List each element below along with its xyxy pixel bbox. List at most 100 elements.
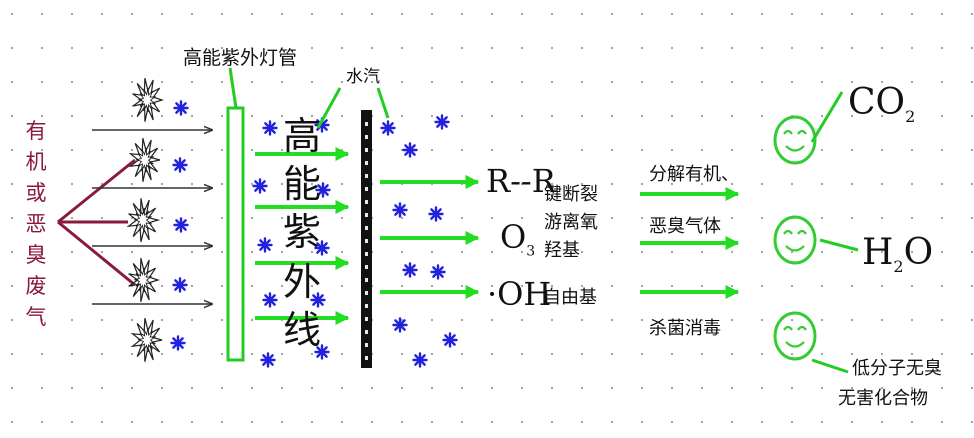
grid-dot xyxy=(100,284,104,288)
reaction-green-arrows xyxy=(380,175,480,299)
grid-dot xyxy=(460,318,464,322)
grid-dot xyxy=(820,148,824,152)
grid-dot xyxy=(310,148,314,152)
grid-dot xyxy=(850,352,854,356)
grid-dot xyxy=(190,420,194,424)
grid-dot xyxy=(70,114,74,118)
grid-dot xyxy=(880,318,884,322)
grid-dot xyxy=(820,80,824,84)
grid-dot xyxy=(970,148,974,152)
grid-dot xyxy=(910,148,914,152)
grid-dot xyxy=(940,148,944,152)
grid-dot xyxy=(490,46,494,50)
grid-dot xyxy=(490,216,494,220)
grid-dot xyxy=(160,12,164,16)
grid-dot xyxy=(730,250,734,254)
grid-dot xyxy=(310,386,314,390)
grid-dot xyxy=(910,46,914,50)
product-pointers xyxy=(810,91,859,374)
water-vapor-pointers xyxy=(316,87,390,129)
grid-dot xyxy=(370,420,374,424)
grid-dot xyxy=(700,46,704,50)
grid-dot xyxy=(280,80,284,84)
grid-dot xyxy=(970,80,974,84)
grid-dot xyxy=(70,386,74,390)
waste-gas-char: 有 xyxy=(25,119,47,143)
grid-dot xyxy=(160,114,164,118)
grid-dot xyxy=(250,386,254,390)
vapor-mark xyxy=(365,278,368,282)
grid-dot xyxy=(160,46,164,50)
grid-dot xyxy=(460,352,464,356)
grid-dot xyxy=(640,420,644,424)
smiley-face-icon xyxy=(773,311,817,361)
uv-char: 能 xyxy=(282,162,321,206)
grid-dot xyxy=(820,352,824,356)
grid-dot xyxy=(700,80,704,84)
radical-star-icon xyxy=(262,292,278,308)
grid-dot xyxy=(550,12,554,16)
grid-dot xyxy=(190,46,194,50)
grid-dot xyxy=(10,216,14,220)
grid-dot xyxy=(250,114,254,118)
grid-dot xyxy=(100,318,104,322)
grid-dot xyxy=(400,114,404,118)
grid-dot xyxy=(460,216,464,220)
grid-dot xyxy=(310,420,314,424)
grid-dot xyxy=(250,420,254,424)
grid-dot xyxy=(400,46,404,50)
decompose-label: 分解有机、 xyxy=(649,164,739,185)
grid-dot xyxy=(400,284,404,288)
grid-dot xyxy=(130,182,134,186)
radical-star-icon xyxy=(430,264,446,280)
grid-dot xyxy=(940,250,944,254)
free-oxygen-label: 游离氧 xyxy=(544,212,598,233)
grid-dot xyxy=(70,284,74,288)
waste-gas-char: 或 xyxy=(25,181,47,205)
vapor-mark xyxy=(365,330,368,334)
grid-dot xyxy=(280,46,284,50)
grid-dot xyxy=(370,12,374,16)
grid-dot xyxy=(850,386,854,390)
grid-dot xyxy=(580,114,584,118)
grid-dot xyxy=(520,182,524,186)
grid-dot xyxy=(430,250,434,254)
grid-dot xyxy=(340,46,344,50)
molecule-burst-icon xyxy=(128,138,161,182)
grid-dot xyxy=(580,216,584,220)
grid-dot xyxy=(40,114,44,118)
grid-dot xyxy=(550,250,554,254)
molecule-burst-icon xyxy=(133,267,153,293)
grid-dot xyxy=(430,386,434,390)
grid-dot xyxy=(790,250,794,254)
radical-star-icon xyxy=(260,352,276,368)
grid-dot xyxy=(430,420,434,424)
sterilize-label: 杀菌消毒 xyxy=(649,318,721,339)
grid-dot xyxy=(190,114,194,118)
grid-dot xyxy=(520,148,524,152)
grid-dot xyxy=(490,250,494,254)
grid-dot xyxy=(790,386,794,390)
grid-dot xyxy=(130,80,134,84)
grid-dot xyxy=(340,12,344,16)
grid-dot xyxy=(910,284,914,288)
grid-dot xyxy=(280,148,284,152)
vapor-mark xyxy=(365,356,368,360)
grid-dot xyxy=(550,46,554,50)
grid-dot xyxy=(580,46,584,50)
grid-dot xyxy=(820,284,824,288)
grid-dot xyxy=(130,114,134,118)
grid-dot xyxy=(580,386,584,390)
grid-dot xyxy=(820,386,824,390)
grid-dot xyxy=(850,216,854,220)
grid-dot xyxy=(760,148,764,152)
radical-star-icon xyxy=(428,206,444,222)
grid-dot xyxy=(310,182,314,186)
grid-dot xyxy=(70,250,74,254)
grid-dot xyxy=(880,352,884,356)
radical-star-icon xyxy=(170,335,186,351)
grid-dot xyxy=(250,284,254,288)
grid-dot xyxy=(340,148,344,152)
grid-dot xyxy=(190,386,194,390)
grid-dot xyxy=(160,148,164,152)
